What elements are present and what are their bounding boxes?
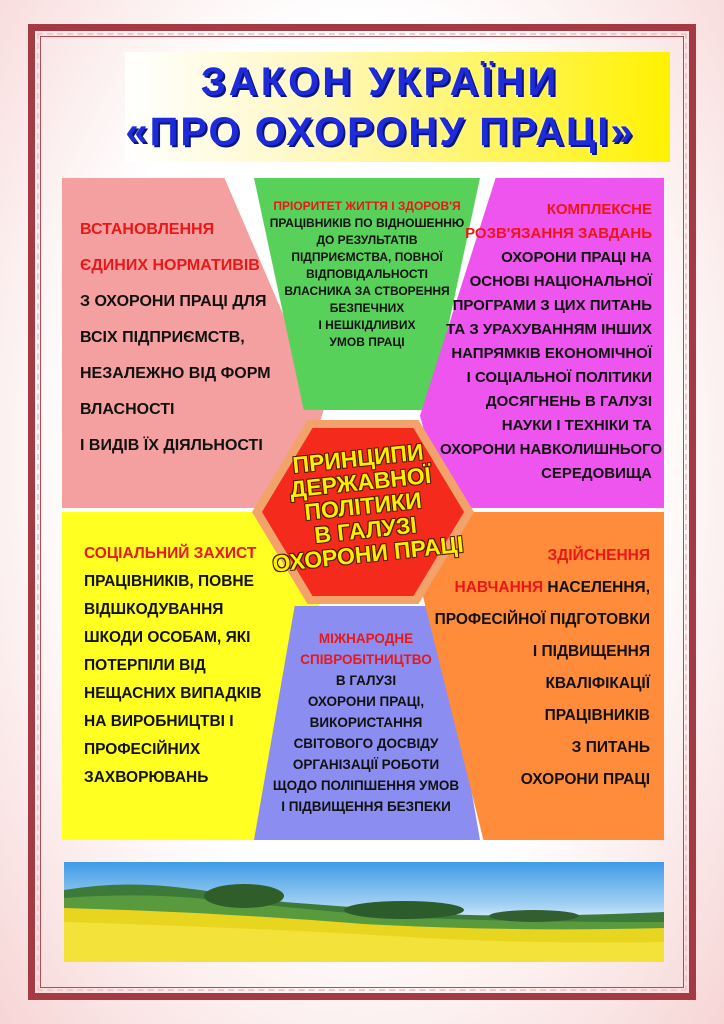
highlight-word: НАВЧАННЯ xyxy=(454,579,544,596)
landscape-photo xyxy=(64,862,664,962)
priority-of-life-text: ПРІОРИТЕТ ЖИТТЯ І ЗДОРОВ'Я ПРАЦІВНИКІВ П… xyxy=(260,198,474,351)
social-protection-text: СОЦІАЛЬНИЙ ЗАХИСТ ПРАЦІВНИКІВ, ПОВНЕ ВІД… xyxy=(84,540,262,792)
tree-cluster xyxy=(204,884,284,908)
international-cooperation-text: МІЖНАРОДНЕ СПІВРОБІТНИЦТВО В ГАЛУЗІ ОХОР… xyxy=(262,628,470,817)
unified-standards-text: ВСТАНОВЛЕННЯ ЄДИНИХ НОРМАТИВІВ З ОХОРОНИ… xyxy=(80,212,271,464)
text-line: ОСНОВІ НАЦІОНАЛЬНОЇ xyxy=(469,273,652,290)
text-line: ВІДПОВІДАЛЬНОСТІ xyxy=(306,267,428,281)
text-line: ОХОРОНИ ПРАЦІ НА xyxy=(501,249,652,266)
text-line: НА ВИРОБНИЦТВІ І xyxy=(84,713,234,730)
text-line: ОХОРОНИ НАВКОЛИШНЬОГО xyxy=(440,441,663,458)
text-line: ТА З УРАХУВАННЯМ ІНШИХ xyxy=(446,321,652,338)
landscape-illustration xyxy=(64,884,664,962)
flower-field-front xyxy=(64,922,664,962)
text-line: ДО РЕЗУЛЬТАТІВ xyxy=(316,233,418,247)
text-line: ВЛАСНИКА ЗА СТВОРЕННЯ xyxy=(284,284,450,298)
training-text: ЗДІЙСНЕННЯ НАВЧАННЯ НАСЕЛЕННЯ, ПРОФЕСІЙН… xyxy=(430,540,650,796)
highlight-line: СПІВРОБІТНИЦТВО xyxy=(300,652,432,667)
text-line: ВИКОРИСТАННЯ xyxy=(309,715,423,730)
text-line: ПРАЦІВНИКІВ xyxy=(544,707,650,724)
highlight-line: СОЦІАЛЬНИЙ ЗАХИСТ xyxy=(84,545,257,562)
text-line: В ГАЛУЗІ xyxy=(335,673,397,688)
text-line: ПРАЦІВНИКІВ ПО ВІДНОШЕННЮ xyxy=(269,216,465,230)
text-line: ВСІХ ПІДПРИЄМСТВ, xyxy=(80,329,245,346)
text-line: КВАЛІФІКАЦІЇ xyxy=(545,675,650,692)
inner-border xyxy=(40,36,684,988)
text-line: З ПИТАНЬ xyxy=(571,739,650,756)
text-line: ОРГАНІЗАЦІЇ РОБОТИ xyxy=(292,757,440,772)
text-line: НАПРЯМКІВ ЕКОНОМІЧНОЇ xyxy=(451,345,652,362)
text-line: НАУКИ І ТЕХНІКИ ТА xyxy=(501,417,652,434)
text-line: ПРОФЕСІЙНОЇ ПІДГОТОВКИ xyxy=(434,611,650,628)
tree-cluster xyxy=(344,901,464,919)
tree-cluster xyxy=(489,910,579,922)
text-line: УМОВ ПРАЦІ xyxy=(329,335,405,349)
highlight-line: ЗДІЙСНЕННЯ xyxy=(547,547,650,564)
complex-solution-text: КОМПЛЕКСНЕ РОЗВ'ЯЗАННЯ ЗАВДАНЬ ОХОРОНИ П… xyxy=(440,198,663,486)
highlight-line: ВСТАНОВЛЕННЯ xyxy=(80,221,215,238)
text-line: І ПІДВИЩЕННЯ xyxy=(532,643,650,660)
highlight-line: КОМПЛЕКСНЕ xyxy=(546,201,652,218)
text-line: СВІТОВОГО ДОСВІДУ xyxy=(293,736,439,751)
text-line: ПРОФЕСІЙНИХ xyxy=(84,741,201,758)
text-line: ШКОДИ ОСОБАМ, ЯКІ xyxy=(84,629,251,646)
text-line: СЕРЕДОВИЩА xyxy=(541,465,652,482)
text-line: ПІДПРИЄМСТВА, ПОВНОЇ xyxy=(291,250,443,264)
decorative-border xyxy=(28,24,696,1000)
text-line: ВЛАСНОСТІ xyxy=(80,401,175,418)
text-line: ПРОГРАМИ З ЦИХ ПИТАНЬ xyxy=(452,297,652,314)
text-line: І ВИДІВ ЇХ ДІЯЛЬНОСТІ xyxy=(80,437,263,454)
text-line: ДОСЯГНЕНЬ В ГАЛУЗІ xyxy=(485,393,652,410)
text-line: ОХОРОНИ ПРАЦІ xyxy=(520,771,650,788)
text-line: ПОТЕРПІЛИ ВІД xyxy=(84,657,206,674)
inline-text: НАСЕЛЕННЯ, xyxy=(543,579,650,596)
text-line: З ОХОРОНИ ПРАЦІ ДЛЯ xyxy=(80,293,267,310)
text-line: ВІДШКОДУВАННЯ xyxy=(84,601,224,618)
text-line: НАВЧАННЯ НАСЕЛЕННЯ, xyxy=(430,572,651,604)
highlight-line: ЄДИНИХ НОРМАТИВІВ xyxy=(80,257,260,274)
title-line-1: ЗАКОН УКРАЇНИ xyxy=(200,60,560,104)
text-line: І ПІДВИЩЕННЯ БЕЗПЕКИ xyxy=(281,799,451,814)
title-background-band xyxy=(125,52,670,162)
text-line: І НЕШКІДЛИВИХ xyxy=(318,318,416,332)
text-line: ОХОРОНИ ПРАЦІ, xyxy=(307,694,425,709)
text-line: ЗАХВОРЮВАНЬ xyxy=(84,769,209,786)
text-line: НЕЩАСНИХ ВИПАДКІВ xyxy=(84,685,262,702)
text-line: І СОЦІАЛЬНОЇ ПОЛІТИКИ xyxy=(466,369,652,386)
highlight-line: ПРІОРИТЕТ ЖИТТЯ І ЗДОРОВ'Я xyxy=(273,199,461,213)
text-line: ЩОДО ПОЛІПШЕННЯ УМОВ xyxy=(272,778,460,793)
text-line: НЕЗАЛЕЖНО ВІД ФОРМ xyxy=(80,365,271,382)
highlight-line: МІЖНАРОДНЕ xyxy=(318,631,414,646)
text-line: ПРАЦІВНИКІВ, ПОВНЕ xyxy=(84,573,254,590)
highlight-line: РОЗВ'ЯЗАННЯ ЗАВДАНЬ xyxy=(465,225,652,242)
title-line-2: «ПРО ОХОРОНУ ПРАЦІ» xyxy=(125,110,635,154)
text-line: БЕЗПЕЧНИХ xyxy=(329,301,405,315)
